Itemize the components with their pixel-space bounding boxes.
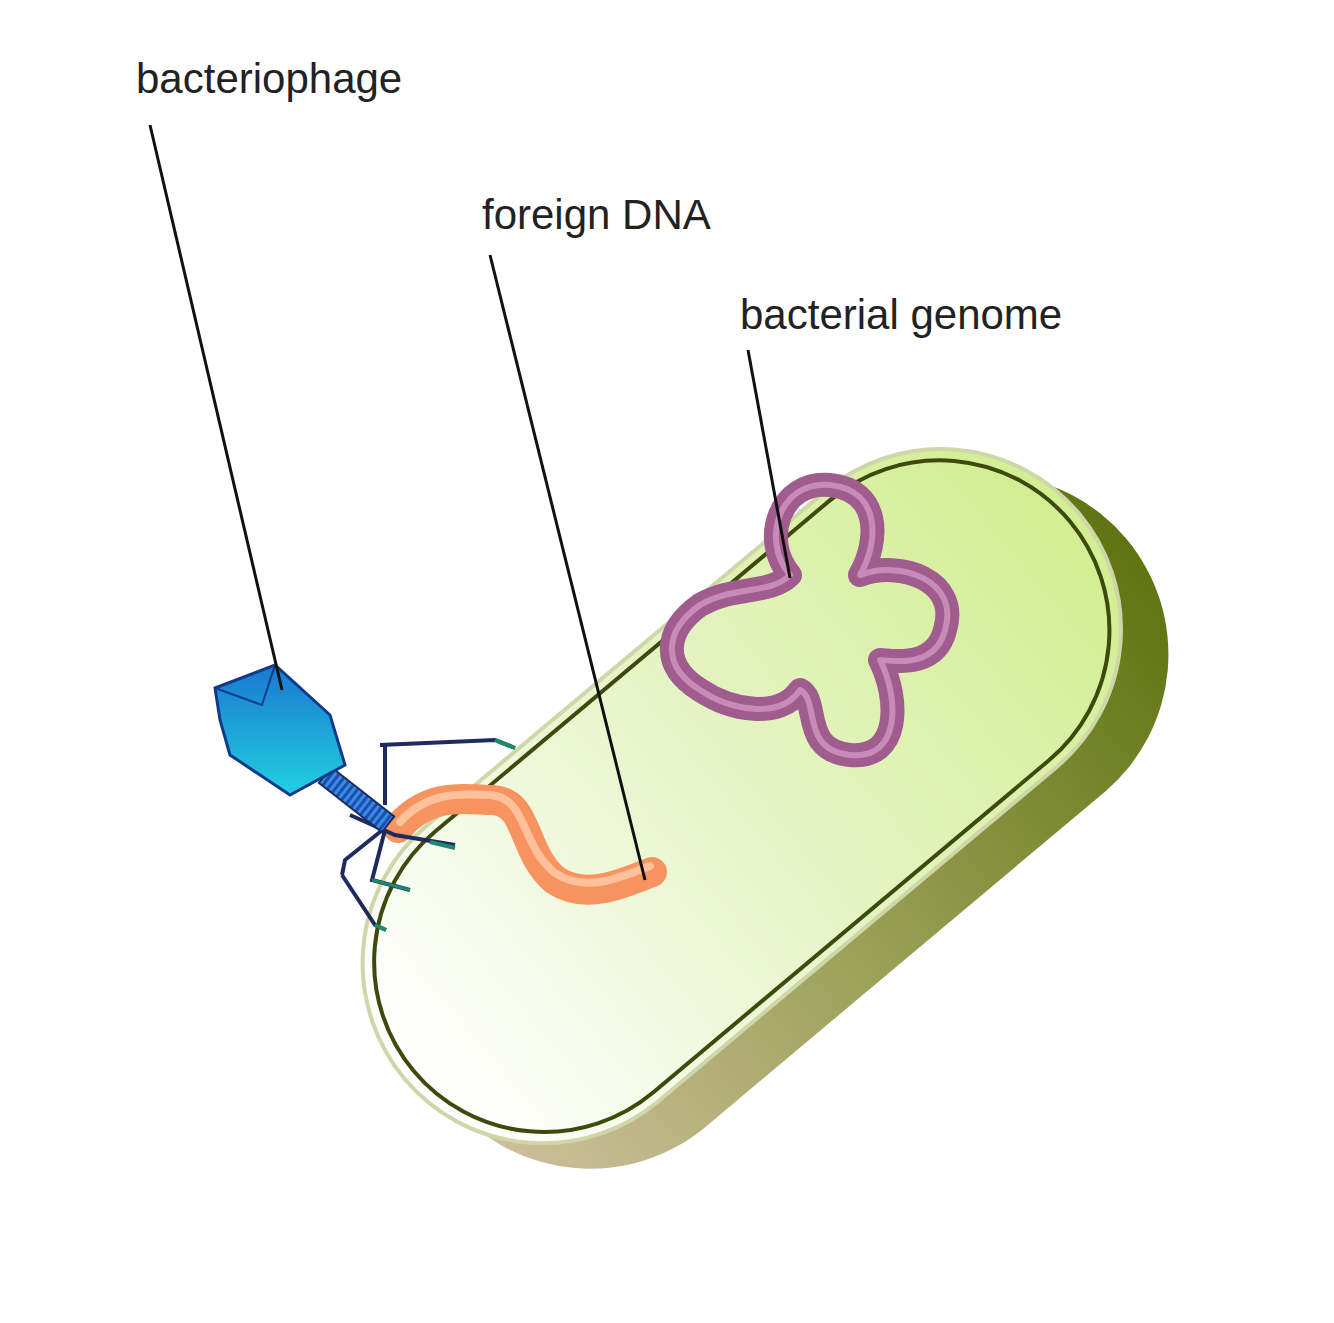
bacterial-genome <box>672 485 948 756</box>
cell-wall <box>289 363 1242 1256</box>
part-label: bacteriophage <box>136 56 402 102</box>
genome-highlight <box>672 485 948 756</box>
bacteriophage-figure <box>215 665 515 930</box>
leader-line <box>748 350 790 578</box>
part-label: bacterial genome <box>740 292 1062 338</box>
part-label: foreign DNA <box>482 192 711 238</box>
leader-lines <box>150 125 790 880</box>
dna-highlight <box>400 794 650 882</box>
leader-line <box>150 125 282 690</box>
leader-line <box>490 255 645 880</box>
